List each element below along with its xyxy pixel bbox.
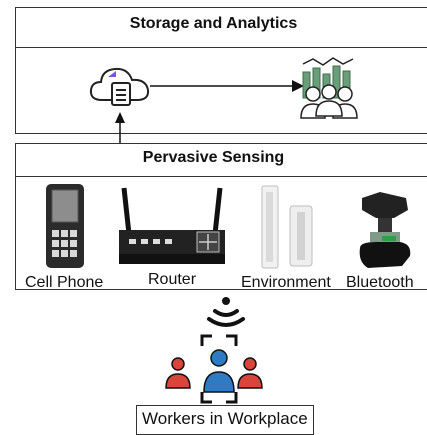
device-label-router: Router [148, 271, 197, 288]
router-icon [119, 187, 225, 264]
analytics-group-icon [300, 57, 358, 119]
environment-sensor-icon [261, 185, 313, 269]
workers-group-icon [165, 334, 263, 404]
storage-title-divider [16, 47, 427, 48]
workers-caption: Workers in Workplace [142, 409, 308, 428]
wireless-signal-icon [207, 297, 245, 327]
device-label-bluetooth: Bluetooth [346, 274, 414, 291]
storage-title: Storage and Analytics [129, 15, 298, 32]
device-label-cell-phone: Cell Phone [25, 274, 104, 291]
flow-arrow-right [150, 80, 304, 92]
sensing-title-divider [16, 176, 427, 177]
cell-phone-icon [46, 184, 84, 268]
sensing-title: Pervasive Sensing [142, 149, 285, 166]
cloud-icon [89, 67, 150, 106]
bluetooth-beacon-icon [359, 192, 411, 268]
device-label-environment: Environment [241, 274, 331, 291]
storage-analytics-panel [15, 7, 427, 134]
flow-arrow-up [115, 112, 125, 143]
